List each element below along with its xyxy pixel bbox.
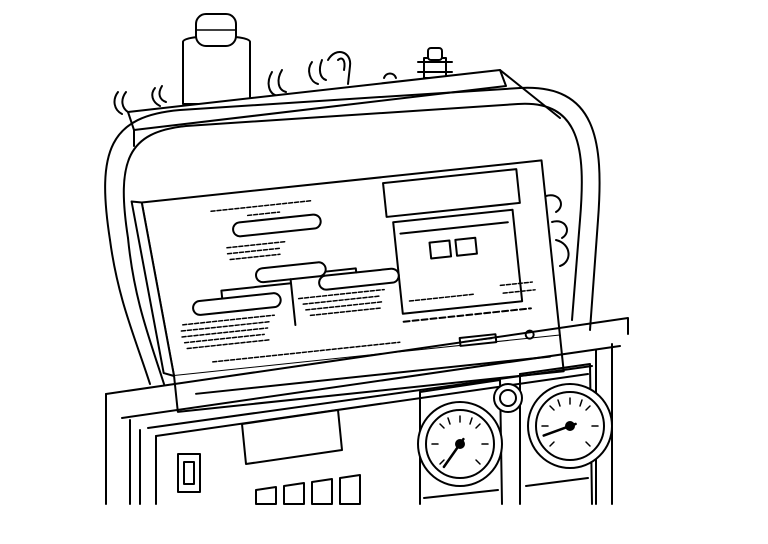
- instruction-card: [130, 159, 565, 413]
- cabinet-body: [105, 317, 629, 505]
- front-buttons: [255, 474, 361, 505]
- front-display: [241, 409, 343, 465]
- top-hoses: [113, 47, 570, 267]
- top-plate: [127, 69, 561, 147]
- carry-handle: [104, 86, 601, 385]
- top-canister: [182, 13, 251, 105]
- center-port: [493, 383, 523, 413]
- high-side-gauge: [527, 383, 613, 469]
- gauge-needle: [442, 437, 465, 469]
- power-switch: [177, 453, 201, 493]
- low-side-gauge: [417, 401, 503, 487]
- gauge-needle: [542, 422, 577, 437]
